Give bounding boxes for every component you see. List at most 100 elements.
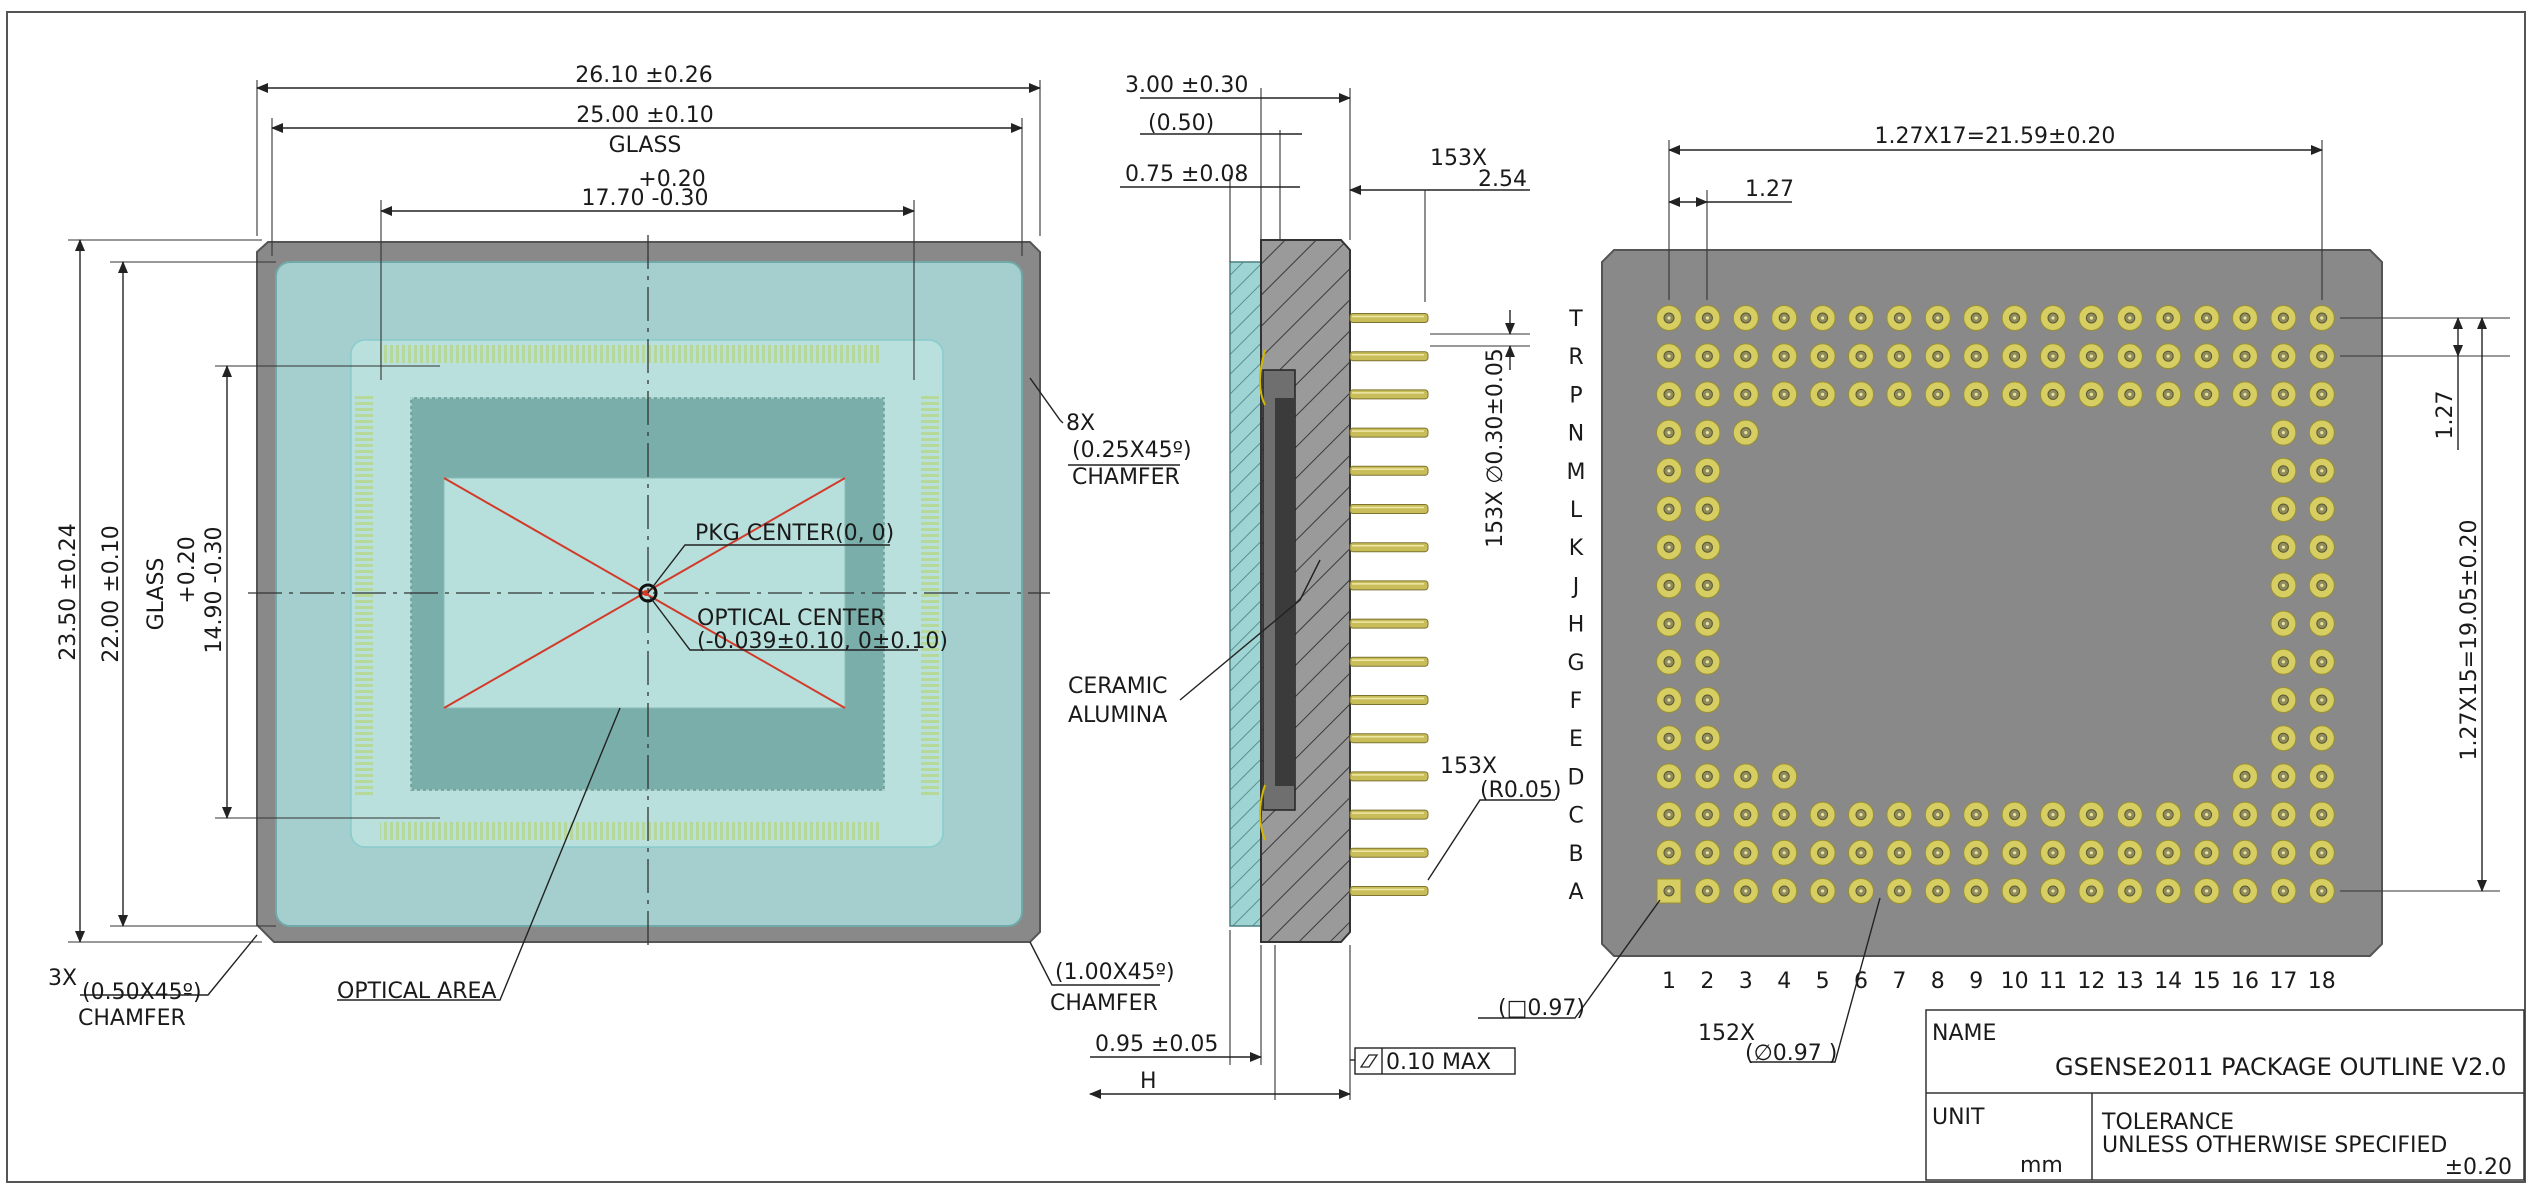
col-label-11: 11 [2039, 969, 2067, 994]
glass-thickness-label: 0.75 ±0.08 [1125, 162, 1248, 187]
pin-N2 [1694, 419, 1721, 446]
tolerance-value: ±0.20 [2445, 1155, 2512, 1180]
row-label-N: N [1568, 422, 1584, 447]
pin-C14 [2155, 801, 2182, 828]
silicon-die [1275, 398, 1295, 786]
pin-B4 [1771, 839, 1798, 866]
pin-A5 [1809, 878, 1836, 904]
pin-diameter-label: 153X ∅0.30±0.05 [1483, 348, 1508, 548]
side-pin [1349, 656, 1429, 667]
pin-T18 [2308, 305, 2335, 331]
bond-pads-bottom [380, 822, 880, 840]
h-label: H [1140, 1069, 1157, 1094]
row-label-H: H [1568, 613, 1585, 638]
pin-P12 [2078, 381, 2105, 408]
pin-C16 [2232, 801, 2258, 828]
front-view: 26.10 ±0.26 25.00 ±0.10 GLASS +0.20 17.7… [48, 63, 1192, 1031]
name-value: GSENSE2011 PACKAGE OUTLINE V2.0 [2055, 1053, 2506, 1081]
pin-P1 [1656, 381, 1682, 408]
pin-A11 [2040, 878, 2066, 904]
pin-R13 [2116, 343, 2143, 370]
col-label-18: 18 [2308, 969, 2336, 994]
radius-leader [1427, 799, 1555, 881]
pin-A17 [2270, 878, 2297, 904]
pin-L1 [1656, 496, 1682, 522]
side-pin [1349, 886, 1429, 896]
pin-L18 [2308, 496, 2335, 522]
pin-A12 [2078, 878, 2105, 904]
pin-R2 [1694, 343, 1721, 370]
optical-width-tol: +0.20 [638, 167, 705, 192]
pin-R3 [1732, 343, 1759, 370]
pin-A18 [2308, 878, 2335, 904]
tolerance-line-2: UNLESS OTHERWISE SPECIFIED [2102, 1133, 2447, 1158]
unit-value: mm [2020, 1153, 2063, 1178]
pin-B8 [1924, 839, 1951, 866]
side-pins [1349, 313, 1429, 896]
pin-P5 [1809, 381, 1836, 408]
pin-D16 [2232, 763, 2258, 790]
row-label-E: E [1569, 727, 1583, 752]
pin-E17 [2270, 725, 2297, 752]
pin-B15 [2193, 839, 2220, 866]
chamfer1-leader [1029, 941, 1160, 986]
pin-K17 [2270, 534, 2297, 561]
row-label-D: D [1568, 765, 1585, 790]
row-label-T: T [1568, 307, 1583, 332]
pin-C3 [1732, 801, 1759, 828]
pin-K1 [1656, 534, 1682, 561]
chamfer1-value: (1.00X45º) [1055, 960, 1175, 985]
side-pin [1349, 695, 1429, 705]
pin-M1 [1656, 457, 1682, 484]
row-label-R: R [1568, 345, 1583, 370]
sheet-border [6, 11, 2526, 1183]
pin-B1 [1656, 839, 1682, 866]
col-label-4: 4 [1777, 969, 1791, 994]
pin-T8 [1924, 305, 1951, 331]
pin-T3 [1732, 305, 1759, 331]
col-label-5: 5 [1816, 969, 1830, 994]
radius-count: 153X [1440, 754, 1497, 779]
side-pin [1349, 313, 1429, 323]
col-label-7: 7 [1892, 969, 1906, 994]
pin-C7 [1886, 801, 1913, 828]
pin-R1 [1656, 343, 1682, 370]
col-label-16: 16 [2231, 969, 2259, 994]
row-label-M: M [1567, 460, 1586, 485]
pin-F18 [2308, 687, 2335, 713]
side-pin [1349, 618, 1429, 629]
pin-A7 [1886, 878, 1913, 904]
pin-H2 [1694, 610, 1721, 637]
pin-C4 [1771, 801, 1798, 828]
col-label-14: 14 [2154, 969, 2182, 994]
pin-A4 [1771, 878, 1798, 904]
package-bottom [1601, 249, 2383, 957]
pin-T16 [2232, 305, 2258, 331]
title-block: NAME GSENSE2011 PACKAGE OUTLINE V2.0 UNI… [1925, 1009, 2525, 1181]
pin-R7 [1886, 343, 1913, 370]
optical-center-label: OPTICAL CENTER [697, 606, 886, 631]
pin-R17 [2270, 343, 2297, 370]
pin-B10 [2001, 839, 2028, 866]
flatness-icon [1359, 1054, 1379, 1068]
pin-C17 [2270, 801, 2297, 828]
thickness-ref: (0.50) [1148, 111, 1214, 136]
col-label-15: 15 [2193, 969, 2221, 994]
pin-J1 [1656, 572, 1682, 599]
pin-T17 [2270, 305, 2297, 331]
pin-E18 [2308, 725, 2335, 752]
pin-C1 [1656, 801, 1682, 828]
side-pin [1349, 427, 1429, 438]
side-view: 3.00 ±0.30 (0.50) 0.75 ±0.08 153X 2.54 1… [1068, 73, 1561, 1100]
pin-P2 [1694, 381, 1721, 408]
pin-C12 [2078, 801, 2105, 828]
side-pin [1349, 465, 1429, 476]
unit-label: UNIT [1932, 1105, 1985, 1130]
pin-C5 [1809, 801, 1836, 828]
optical-center-leader [649, 596, 918, 651]
optical-area-label: OPTICAL AREA [337, 979, 496, 1004]
square-pad-leader [1478, 899, 1661, 1019]
pin-F1 [1656, 687, 1682, 713]
